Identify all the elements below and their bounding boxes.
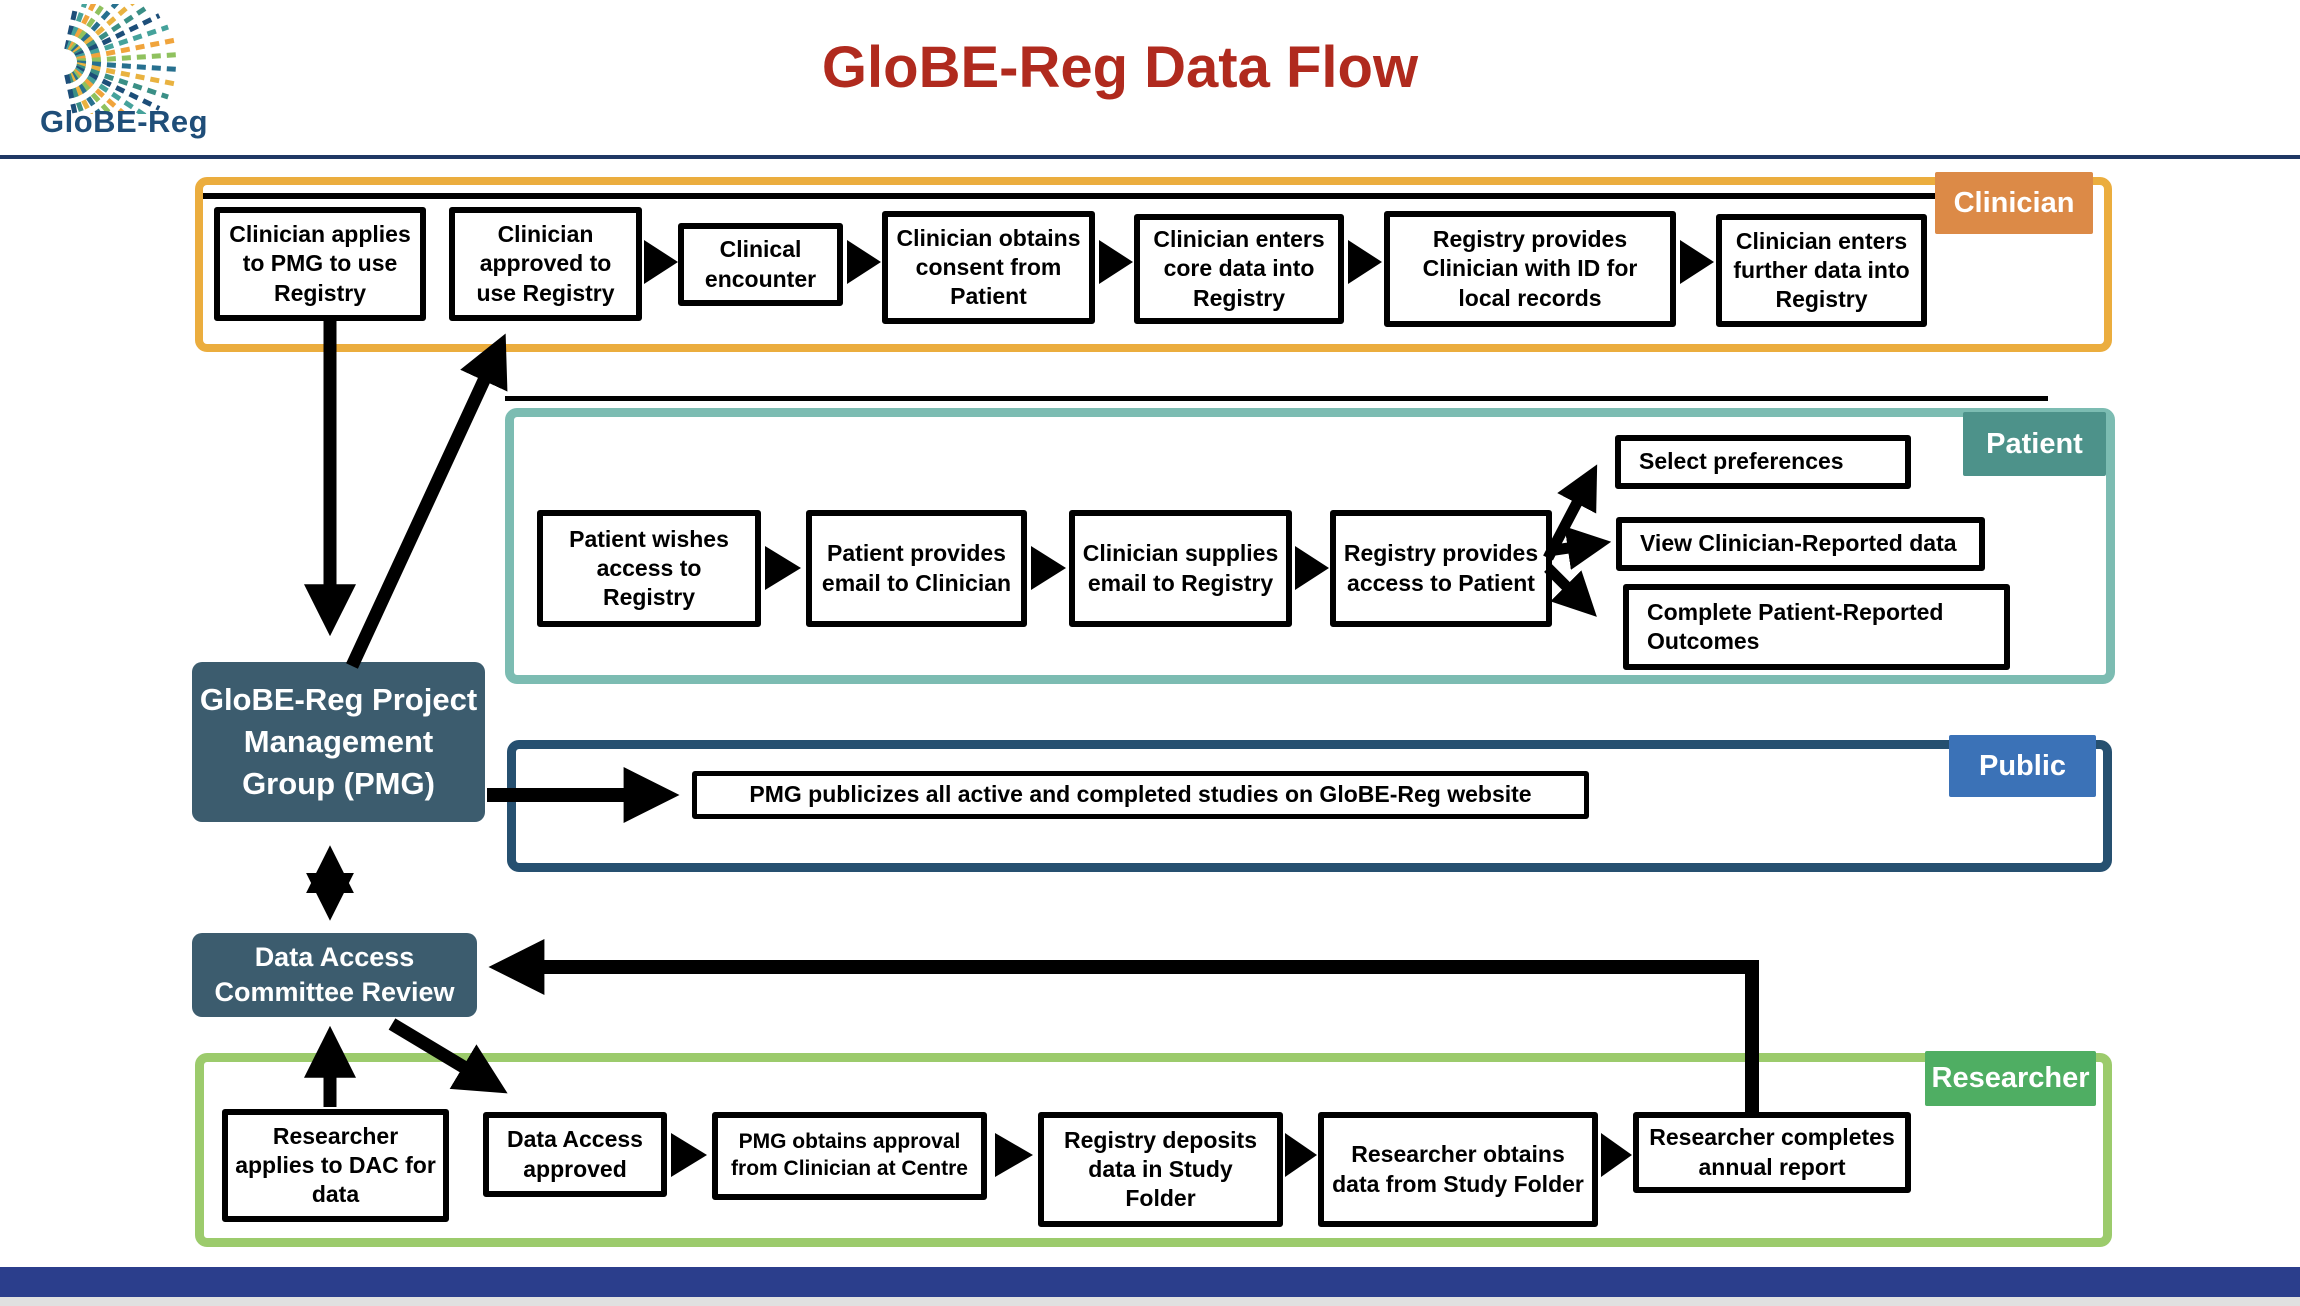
lane-tab-researcher: Researcher xyxy=(1925,1051,2096,1106)
arrow-pmg-to-approved xyxy=(346,333,508,669)
pmg-node: GloBE-Reg Project Management Group (PMG) xyxy=(192,662,485,822)
flow-step-clinician-7: Clinician enters further data into Regis… xyxy=(1716,214,1927,327)
flow-step-patient-outcome-2: View Clinician-Reported data xyxy=(1616,517,1985,571)
pmg-line: GloBE-Reg Project xyxy=(199,681,478,717)
flow-step-patient-3: Clinician supplies email to Registry xyxy=(1069,510,1292,627)
lane-tab-clinician: Clinician xyxy=(1935,172,2093,234)
flow-step-researcher-1: Researcher applies to DAC for data xyxy=(222,1109,449,1222)
lane-clinician-top-shadow xyxy=(203,193,1935,199)
flow-step-researcher-3: PMG obtains approval from Clinician at C… xyxy=(712,1112,987,1200)
flow-step-clinician-3: Clinical encounter xyxy=(678,223,843,306)
flow-step-patient-outcome-3: Complete Patient-Reported Outcomes xyxy=(1623,584,2010,670)
flow-step-clinician-1: Clinician applies to PMG to use Registry xyxy=(214,207,426,321)
flow-step-clinician-2: Clinician approved to use Registry xyxy=(449,207,642,321)
pmg-line: Group (PMG) xyxy=(242,766,435,802)
dac-line: Committee Review xyxy=(214,977,455,1007)
header-divider xyxy=(0,155,2300,159)
dac-node: Data Access Committee Review xyxy=(192,933,477,1017)
flow-step-clinician-5: Clinician enters core data into Registry xyxy=(1134,214,1344,324)
footer-strip xyxy=(0,1297,2300,1306)
flow-step-patient-outcome-1: Select preferences xyxy=(1615,435,1911,489)
flow-step-clinician-6: Registry provides Clinician with ID for … xyxy=(1384,211,1676,327)
lane-tab-public: Public xyxy=(1949,735,2096,797)
flow-step-researcher-2: Data Access approved xyxy=(483,1112,667,1197)
flow-step-public-1: PMG publicizes all active and completed … xyxy=(692,771,1589,819)
flow-step-patient-2: Patient provides email to Clinician xyxy=(806,510,1027,627)
flow-step-patient-1: Patient wishes access to Registry xyxy=(537,510,761,627)
flow-step-patient-4: Registry provides access to Patient xyxy=(1330,510,1552,627)
lane-patient xyxy=(505,408,2115,684)
footer-bar xyxy=(0,1267,2300,1297)
lane-public xyxy=(507,740,2112,872)
lane-clinician xyxy=(195,177,2112,352)
page-title: GloBE-Reg Data Flow xyxy=(821,35,1419,100)
flow-step-researcher-4: Registry deposits data in Study Folder xyxy=(1038,1112,1283,1227)
globe-reg-logo-icon xyxy=(64,4,178,114)
logo-wordmark: GloBE-Reg xyxy=(40,104,209,139)
dac-line: Data Access xyxy=(254,941,415,972)
flow-step-clinician-4: Clinician obtains consent from Patient xyxy=(882,211,1095,324)
lane-tab-patient: Patient xyxy=(1963,412,2106,476)
lane-patient-top-shadow xyxy=(505,396,2048,401)
step-connector-triangles xyxy=(644,240,1714,1177)
flow-step-researcher-6: Researcher completes annual report xyxy=(1633,1112,1911,1193)
pmg-line: Management xyxy=(243,723,434,759)
flow-step-researcher-5: Researcher obtains data from Study Folde… xyxy=(1318,1112,1598,1227)
